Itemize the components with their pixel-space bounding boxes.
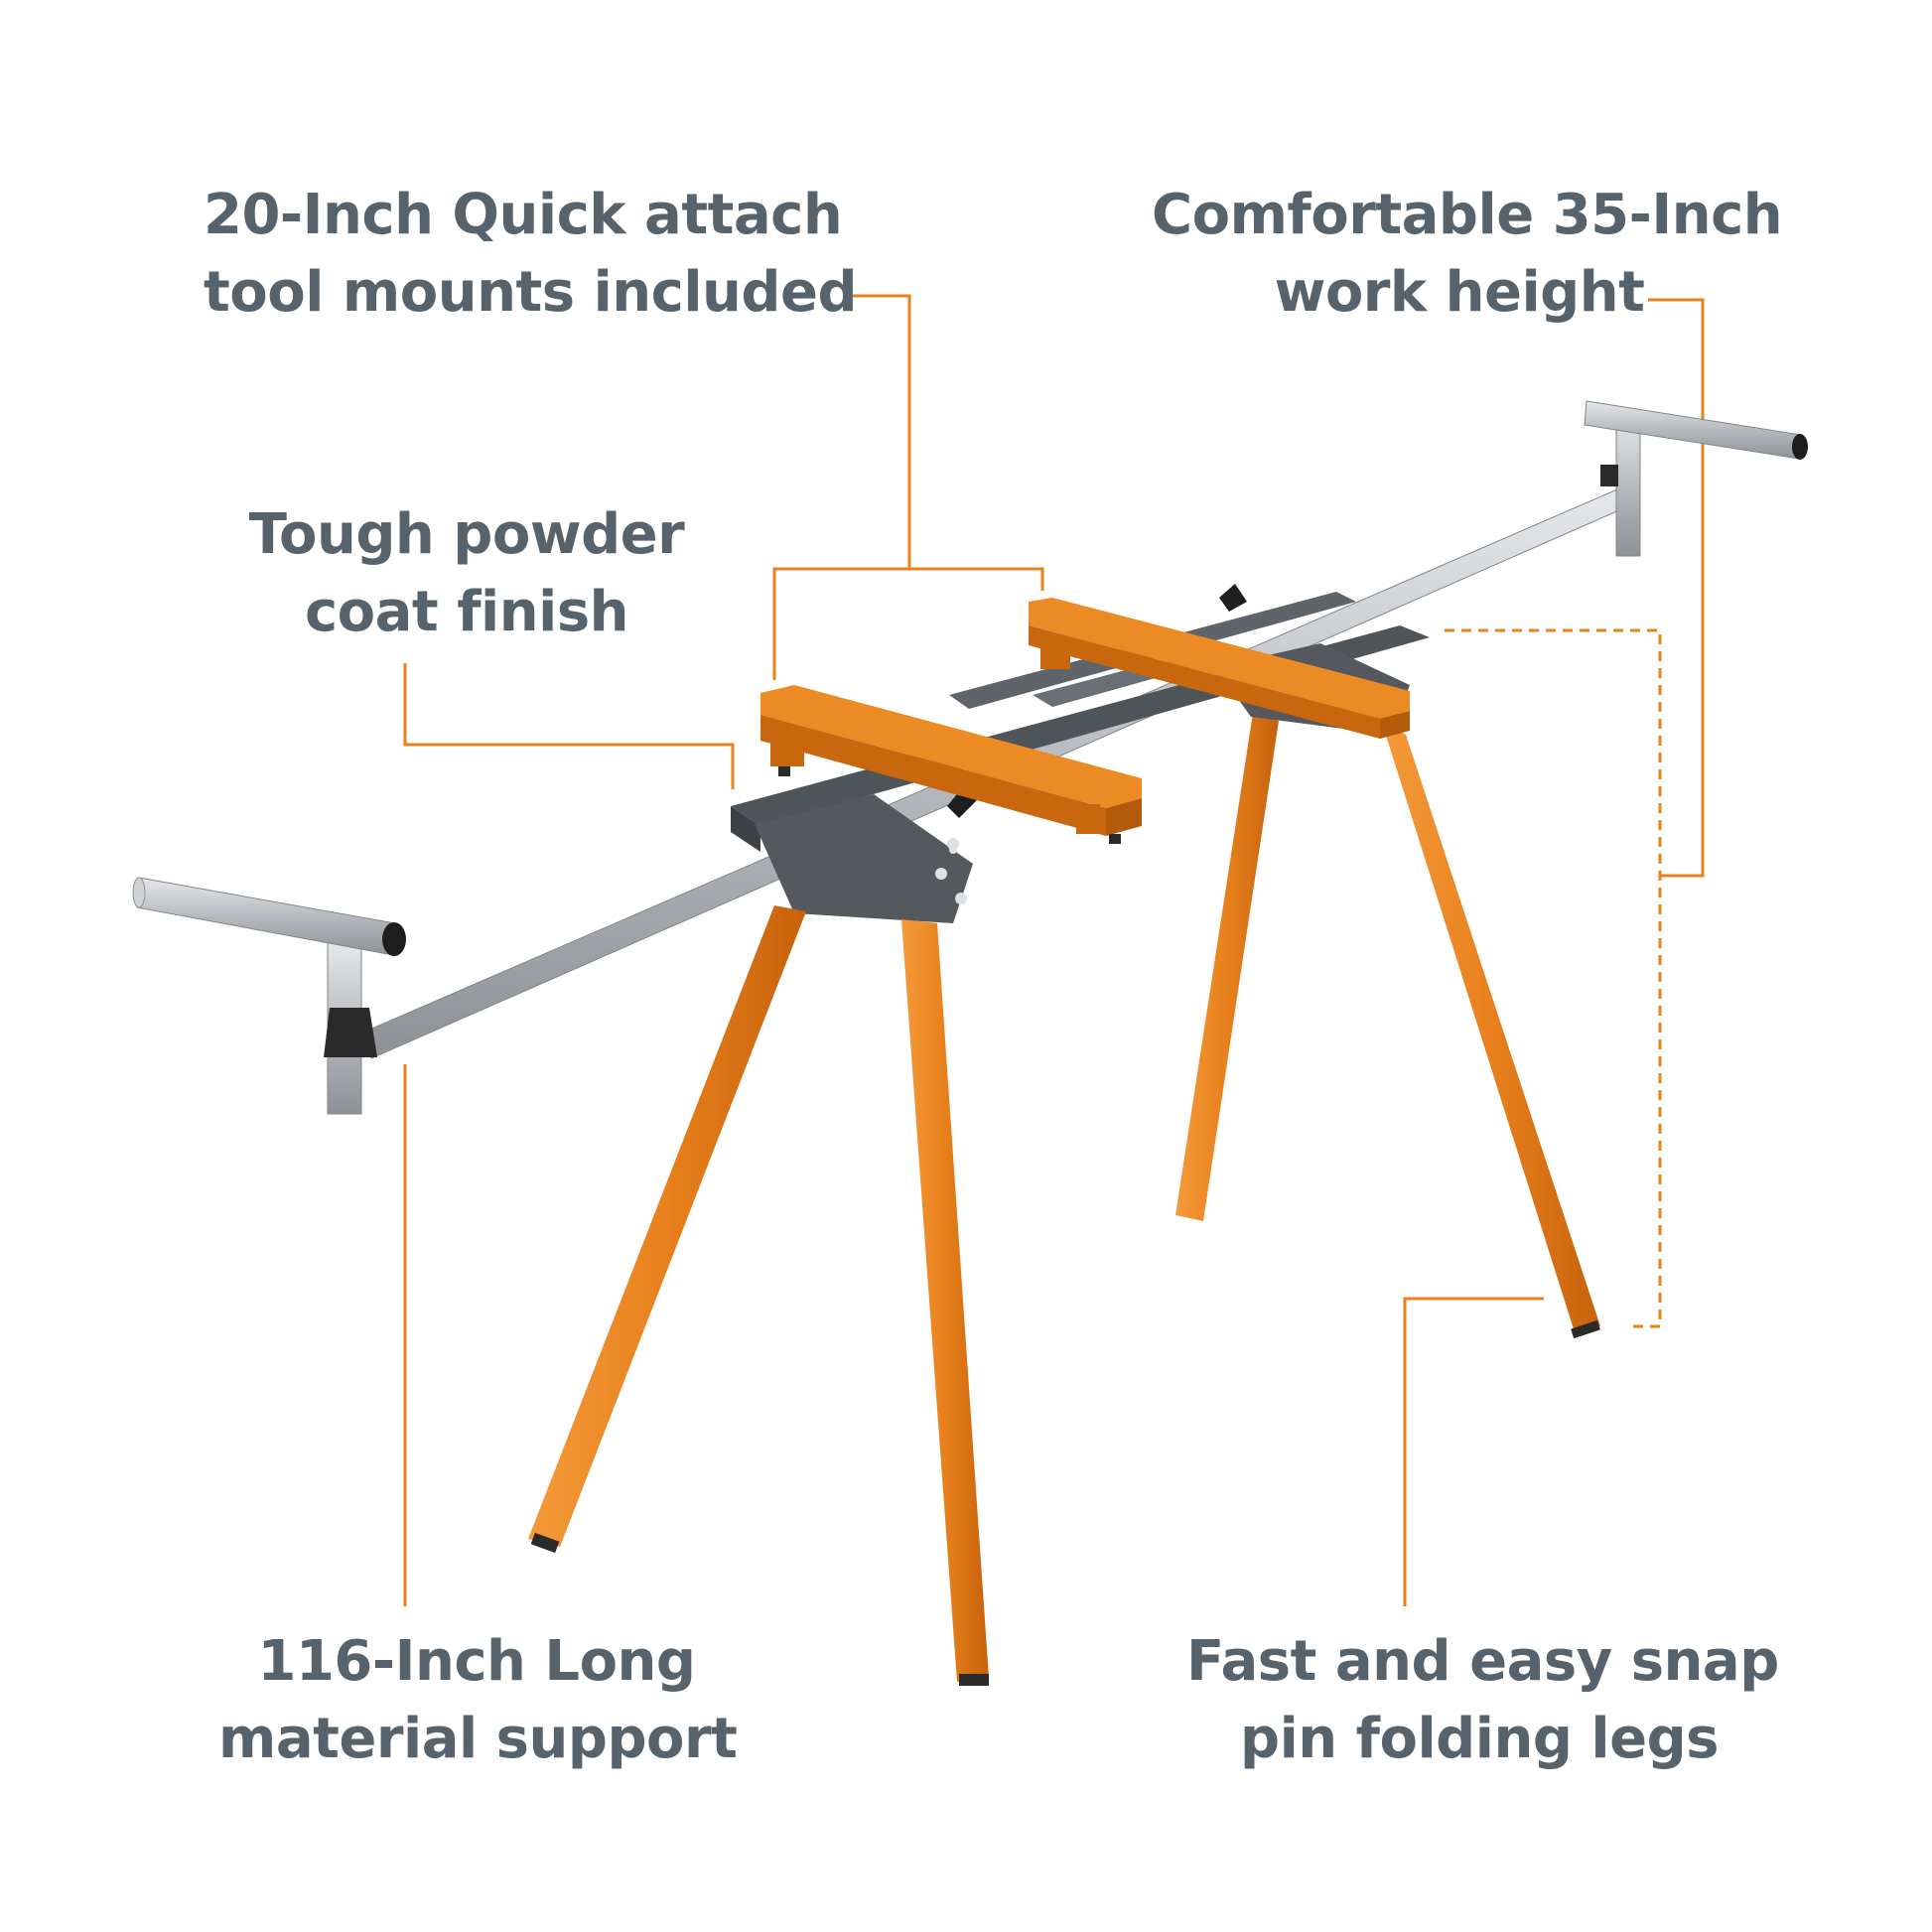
tool-mount-front [760, 685, 1142, 808]
callout-line-work-height [1648, 298, 1705, 878]
folding-legs-line-2: pin folding legs [1240, 1707, 1720, 1771]
callout-line-tool-mounts [772, 294, 911, 680]
tool-mounts [760, 598, 1410, 844]
work-height-line-1: Comfortable 35-Inch [1152, 183, 1783, 247]
front-leg-left [528, 905, 806, 1547]
callout-line-folding-legs [1403, 1297, 1544, 1606]
feature-label-powder-coat: Tough powder coat finish [218, 496, 715, 651]
tool-mounts-line-1: 20-Inch Quick attach [204, 183, 843, 247]
front-legs [528, 905, 989, 1686]
feature-label-folding-legs: Fast and easy snap pin folding legs [1186, 1623, 1779, 1778]
feature-label-work-height: Comfortable 35-Inch work height [1152, 177, 1783, 332]
powder-coat-line-2: coat finish [304, 580, 629, 644]
long-support-line-2: material support [218, 1707, 738, 1771]
tool-mounts-line-2: tool mounts included [204, 260, 858, 325]
tool-mount-back [1029, 598, 1410, 719]
folding-legs-line-1: Fast and easy snap [1186, 1629, 1779, 1694]
work-height-line-2: work height [1274, 260, 1645, 325]
feature-label-tool-mounts: 20-Inch Quick attach tool mounts include… [204, 177, 858, 332]
callout-lines [403, 294, 1705, 1606]
feature-label-long-support: 116-Inch Long material support [218, 1623, 738, 1778]
back-leg-left [1175, 713, 1279, 1221]
callout-line-tool-mounts-right [909, 567, 1044, 591]
long-support-line-1: 116-Inch Long [257, 1629, 696, 1694]
back-leg-right [1382, 723, 1600, 1332]
powder-coat-line-1: Tough powder [248, 502, 685, 567]
callout-line-height-dashed [1445, 628, 1662, 1328]
front-bracket [755, 794, 973, 923]
callout-line-powder-coat [403, 663, 735, 789]
front-leg-right [901, 919, 989, 1682]
back-legs [1175, 713, 1600, 1339]
